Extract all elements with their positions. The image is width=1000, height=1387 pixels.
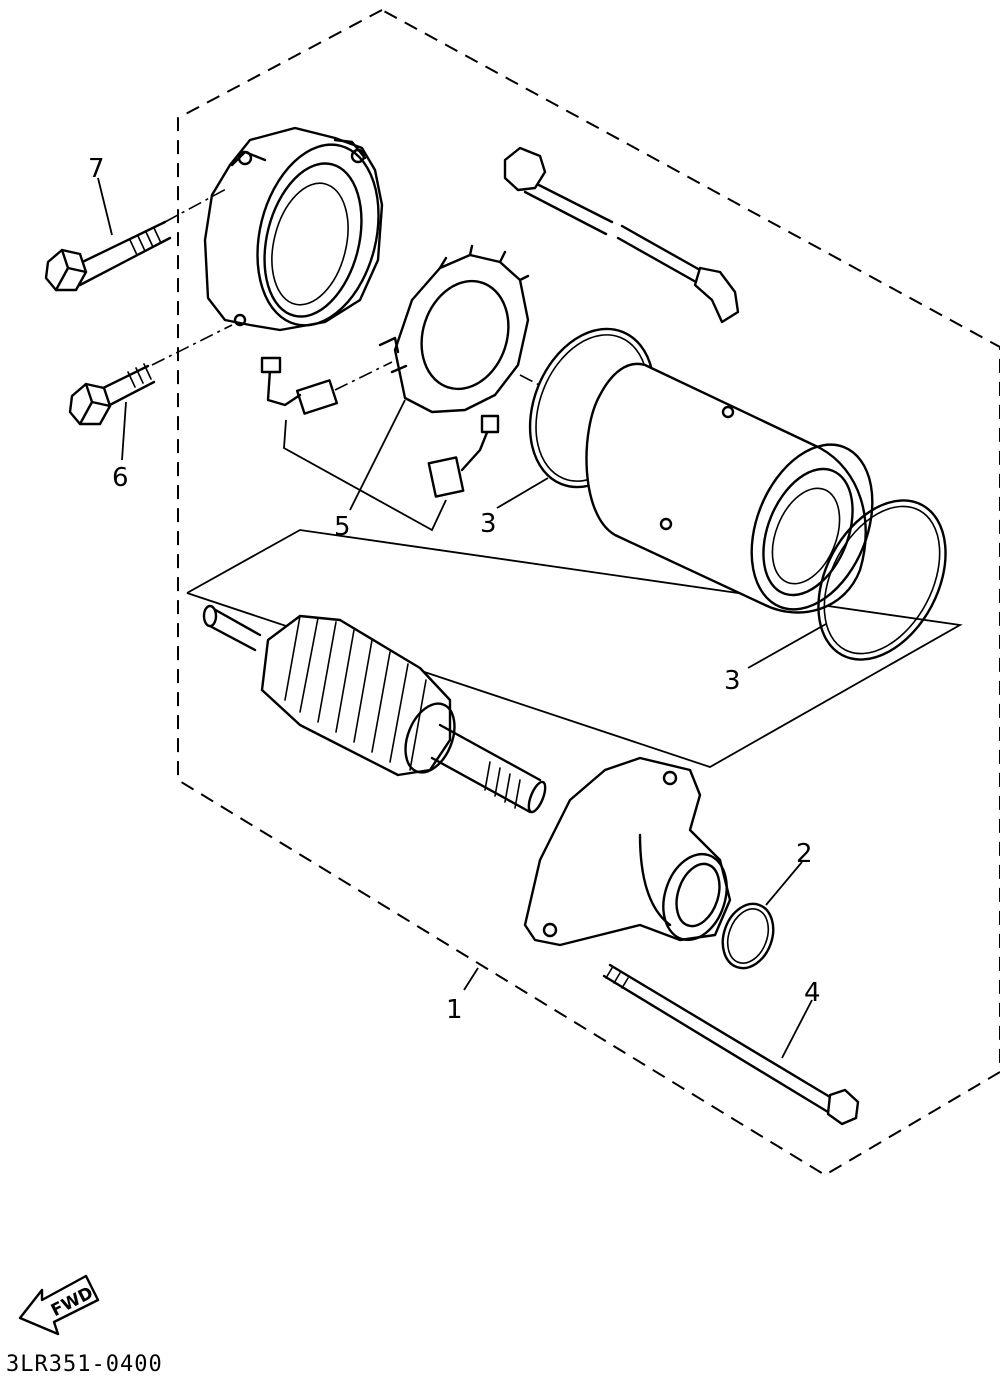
bolt-6-axis-line <box>151 324 233 366</box>
small-o-ring-part-2 <box>721 902 775 970</box>
brush-right <box>427 414 500 498</box>
brush-left <box>260 356 339 415</box>
o-ring-lower <box>817 499 947 661</box>
lead-wire <box>503 146 740 324</box>
leader-3b <box>747 623 827 669</box>
o-ring-upper-guide <box>519 374 546 389</box>
o-ring-lower-inner <box>823 505 941 655</box>
callout-1: 1 <box>446 995 463 1025</box>
brush-bracket-line <box>283 419 447 532</box>
yoke-housing <box>585 362 874 614</box>
brush-holder-plate-part-5 <box>378 244 530 414</box>
small-o-ring-inner <box>726 908 770 964</box>
leader-5 <box>349 399 406 511</box>
leader-2 <box>765 861 803 906</box>
bolt-7-axis-line <box>164 187 229 223</box>
callout-5: 5 <box>334 512 351 542</box>
callout-6: 6 <box>112 463 129 493</box>
leader-7 <box>97 177 113 236</box>
callout-7: 7 <box>88 154 105 184</box>
callout-3-lower: 3 <box>724 666 741 696</box>
brush-dash-line <box>334 361 393 391</box>
leader-6 <box>121 401 127 461</box>
forward-direction-arrow: FWD <box>18 1274 100 1336</box>
rear-cover <box>203 126 384 332</box>
yoke-armature-bracket <box>186 529 963 768</box>
long-bolt-part-7 <box>44 220 172 292</box>
leader-1 <box>463 967 479 991</box>
front-cover <box>523 756 732 947</box>
leader-4 <box>781 999 813 1059</box>
short-bolt-part-6 <box>68 363 156 426</box>
diagram-part-code: 3LR351-0400 <box>6 1352 163 1377</box>
armature <box>202 604 547 814</box>
callout-3-upper: 3 <box>480 509 497 539</box>
leader-3a <box>496 477 549 509</box>
callout-4: 4 <box>804 978 821 1008</box>
through-bolt-part-4 <box>602 963 860 1126</box>
assembly-boundary <box>177 8 1000 1177</box>
callout-2: 2 <box>796 839 813 869</box>
